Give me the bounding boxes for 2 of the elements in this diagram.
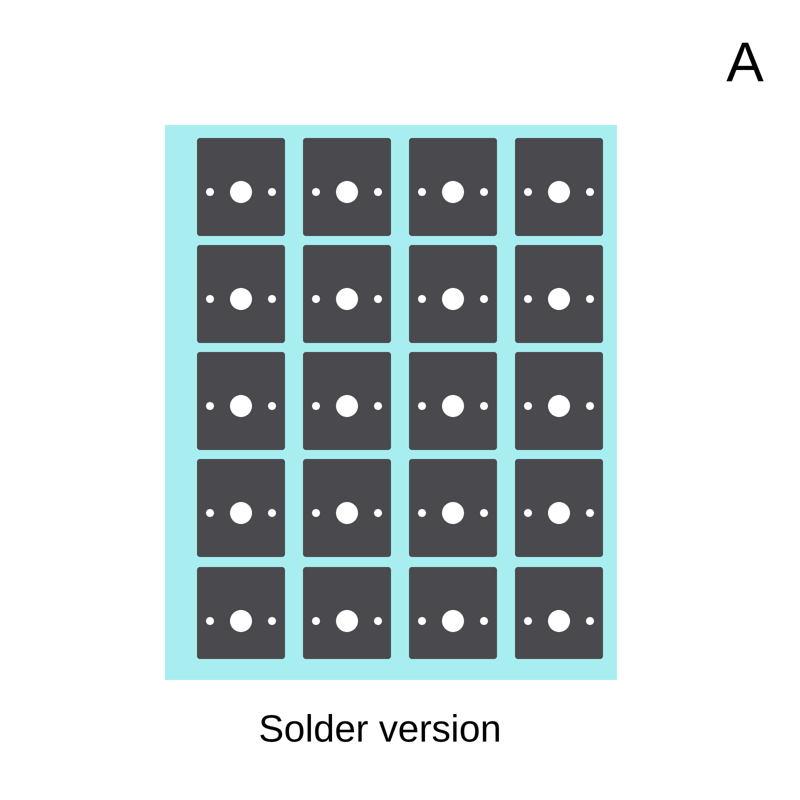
label: Solder version	[260, 714, 499, 742]
label: A	[726, 42, 764, 82]
